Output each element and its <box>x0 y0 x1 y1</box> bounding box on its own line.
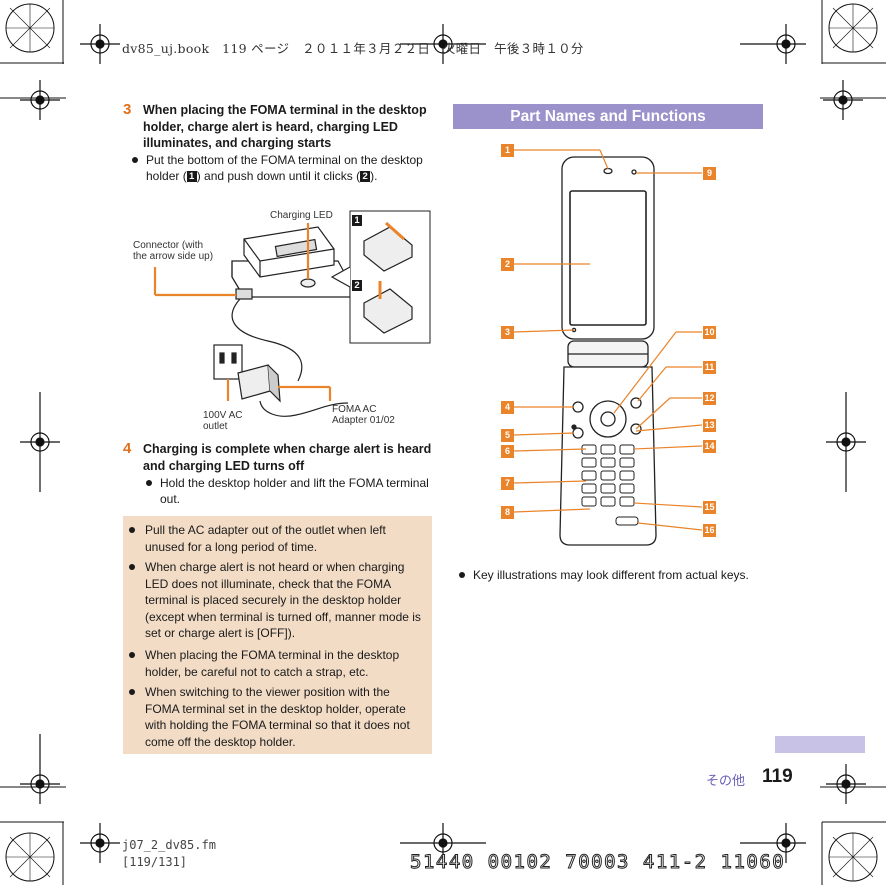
step-3-title: When placing the FOMA terminal in the de… <box>143 103 427 150</box>
bullet-icon <box>129 564 135 570</box>
bullet-icon <box>146 480 152 486</box>
callout-8: 8 <box>501 506 514 519</box>
callout-2: 2 <box>501 258 514 271</box>
callout-5: 5 <box>501 429 514 442</box>
bullet-icon <box>129 689 135 695</box>
callout-15: 15 <box>703 501 716 514</box>
footer-file-info: j07_2_dv85.fm [119/131] <box>122 837 216 871</box>
bullet-icon <box>129 652 135 658</box>
callout-3: 3 <box>501 326 514 339</box>
callout-7: 7 <box>501 477 514 490</box>
footer-filename: j07_2_dv85.fm <box>122 838 216 852</box>
label-connector-line2: the arrow side up) <box>133 251 214 262</box>
page-tab-band <box>775 736 865 753</box>
note-item: When placing the FOMA terminal in the de… <box>129 647 427 680</box>
callout-12: 12 <box>703 392 716 405</box>
number-box-1: 1 <box>186 171 197 182</box>
number-box-2: 2 <box>360 171 371 182</box>
section-label-jp: その他 <box>706 773 746 788</box>
print-header: dv85_uj.book 119 ページ ２０１１年３月２２日 火曜日 午後３時… <box>122 41 584 56</box>
bullet-icon <box>132 157 138 163</box>
callout-4: 4 <box>501 401 514 414</box>
label-outlet-line2: outlet <box>203 421 228 432</box>
note-item: When charge alert is not heard or when c… <box>129 559 427 642</box>
note-item: Pull the AC adapter out of the outlet wh… <box>129 522 427 555</box>
barcode-number: 51440 00102 70003 411-2 11060 <box>409 851 786 874</box>
phone-illustration <box>513 149 703 546</box>
bullet-icon <box>459 572 465 578</box>
callout-13: 13 <box>703 419 716 432</box>
callout-6: 6 <box>501 445 514 458</box>
callout-10: 10 <box>703 326 716 339</box>
step-4-title: Charging is complete when charge alert i… <box>143 442 432 473</box>
callout-1: 1 <box>501 144 514 157</box>
label-adapter-line2: Adapter 01/02 <box>332 415 395 426</box>
note-item: When switching to the viewer position wi… <box>129 684 427 750</box>
step-3-number: 3 <box>123 101 132 118</box>
step-4-bullet: Hold the desktop holder and lift the FOM… <box>146 475 432 507</box>
callout-16: 16 <box>703 524 716 537</box>
label-adapter-line1: FOMA AC <box>332 404 377 415</box>
label-outlet-line1: 100V AC <box>203 410 243 421</box>
notes-box: Pull the AC adapter out of the outlet wh… <box>123 516 432 754</box>
step-3-bullet: Put the bottom of the FOMA terminal on t… <box>132 152 433 184</box>
label-connector-line1: Connector (with <box>133 240 204 251</box>
label-charging-led: Charging LED <box>270 210 333 221</box>
footer-page-range: [119/131] <box>122 855 188 869</box>
callout-9: 9 <box>703 167 716 180</box>
charging-diagram <box>153 210 431 417</box>
inset-1-badge: 1 <box>352 215 362 226</box>
bullet-icon <box>129 527 135 533</box>
step-4-number: 4 <box>123 440 132 457</box>
page-number: 119 <box>762 766 793 787</box>
callout-14: 14 <box>703 440 716 453</box>
section-title: Part Names and Functions <box>510 108 706 125</box>
phone-note: Key illustrations may look different fro… <box>459 567 773 583</box>
inset-2-badge: 2 <box>352 280 362 291</box>
callout-11: 11 <box>703 361 716 374</box>
section-heading-bar: Part Names and Functions <box>453 104 763 129</box>
